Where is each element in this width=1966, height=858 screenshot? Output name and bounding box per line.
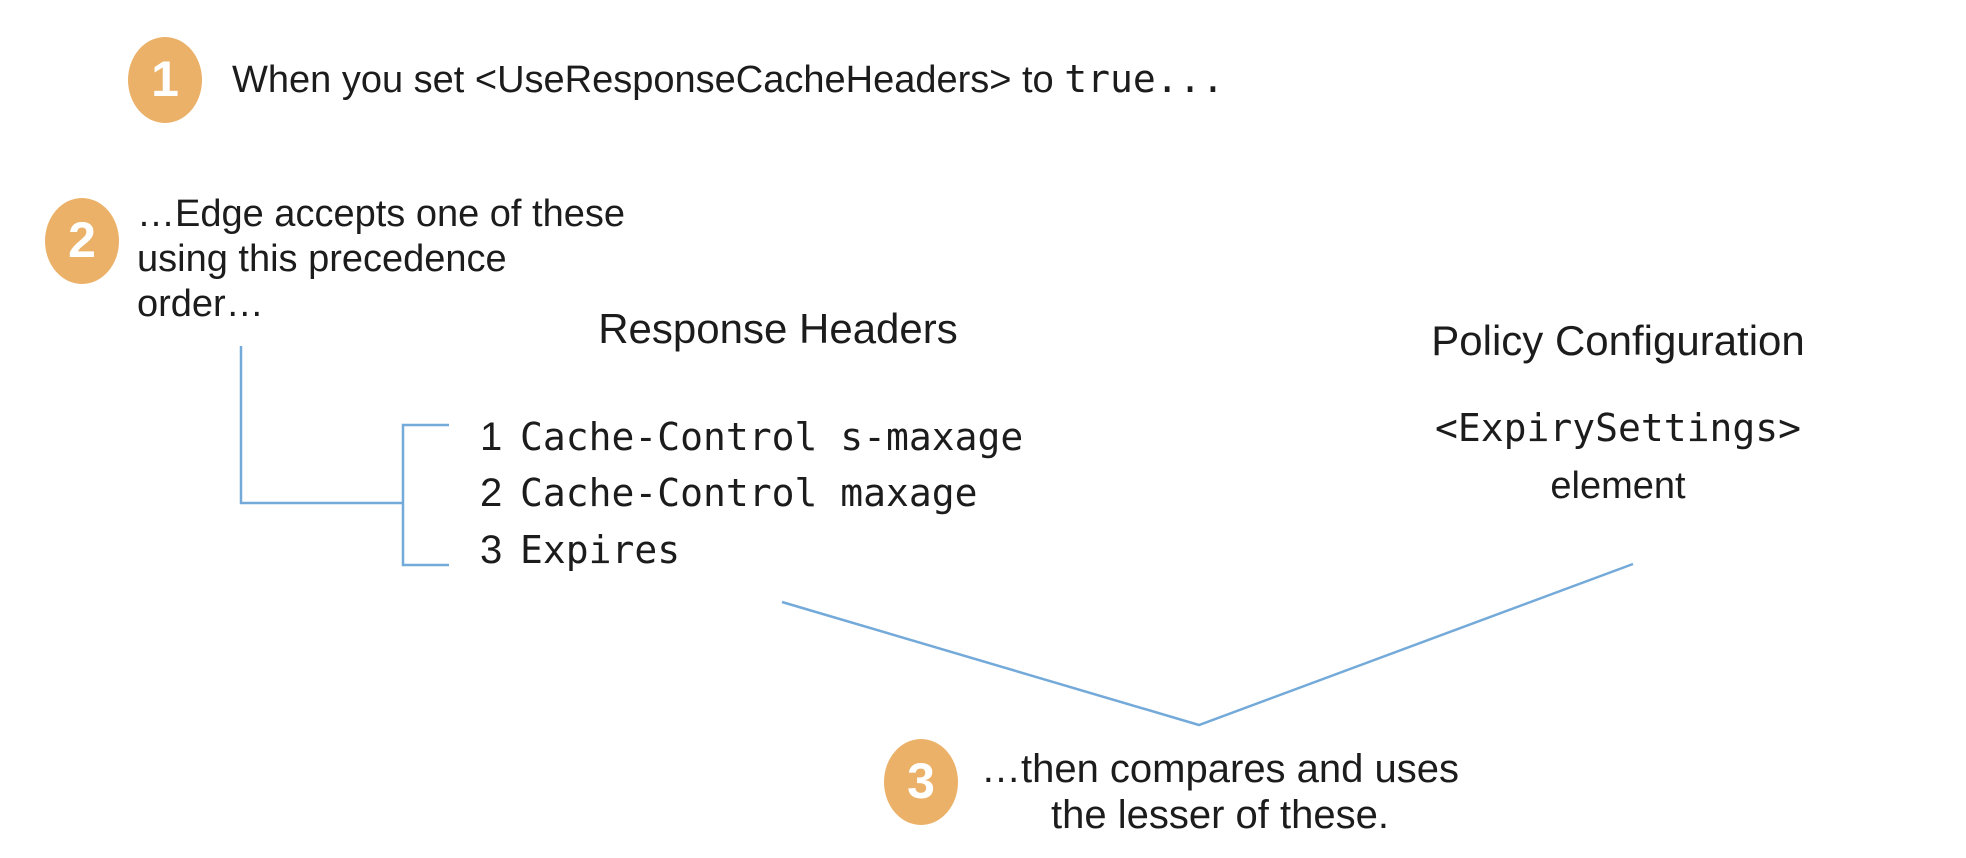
step-3-number: 3 [907,753,935,809]
step-3-line-2: the lesser of these. [1051,793,1389,837]
expiry-settings-code: <ExpirySettings> [1434,406,1802,450]
step-1-badge: 1 [128,37,202,123]
precedence-bracket [401,423,449,567]
list-item-number: 2 [480,471,503,515]
compare-v-connector [781,562,1634,727]
step-2-line-1: …Edge accepts one of these [137,193,625,235]
step2-elbow-connector [239,346,403,505]
step-2-line-2: using this precedence [137,238,507,280]
list-item-label: Expires [520,528,681,572]
step-2-number: 2 [68,212,96,268]
list-item: 2 Cache-Control maxage [480,471,978,515]
list-item-number: 3 [480,528,503,572]
step-1-code-true: true... [1064,57,1225,101]
step-3-badge: 3 [884,739,958,825]
list-item-number: 1 [480,415,503,459]
policy-configuration-heading: Policy Configuration [1431,317,1805,364]
list-item: 1 Cache-Control s-maxage [480,415,1023,459]
expiry-settings-caption: element [1550,465,1686,507]
step-1-number: 1 [151,51,179,107]
step-1-text: When you set <UseResponseCacheHeaders> t… [232,57,1224,103]
step-2-text: …Edge accepts one of these using this pr… [137,192,625,327]
step-3-line-1: …then compares and uses [980,747,1460,791]
list-item: 3 Expires [480,528,680,572]
list-item-label: Cache-Control maxage [520,471,978,515]
step-1-text-sans: When you set <UseResponseCacheHeaders> t… [232,59,1065,101]
step-3-text: …then compares and uses the lesser of th… [965,746,1475,838]
response-headers-heading: Response Headers [598,305,958,352]
list-item-label: Cache-Control s-maxage [520,415,1024,459]
step-2-line-3: order… [137,283,264,325]
step-2-badge: 2 [45,198,119,284]
